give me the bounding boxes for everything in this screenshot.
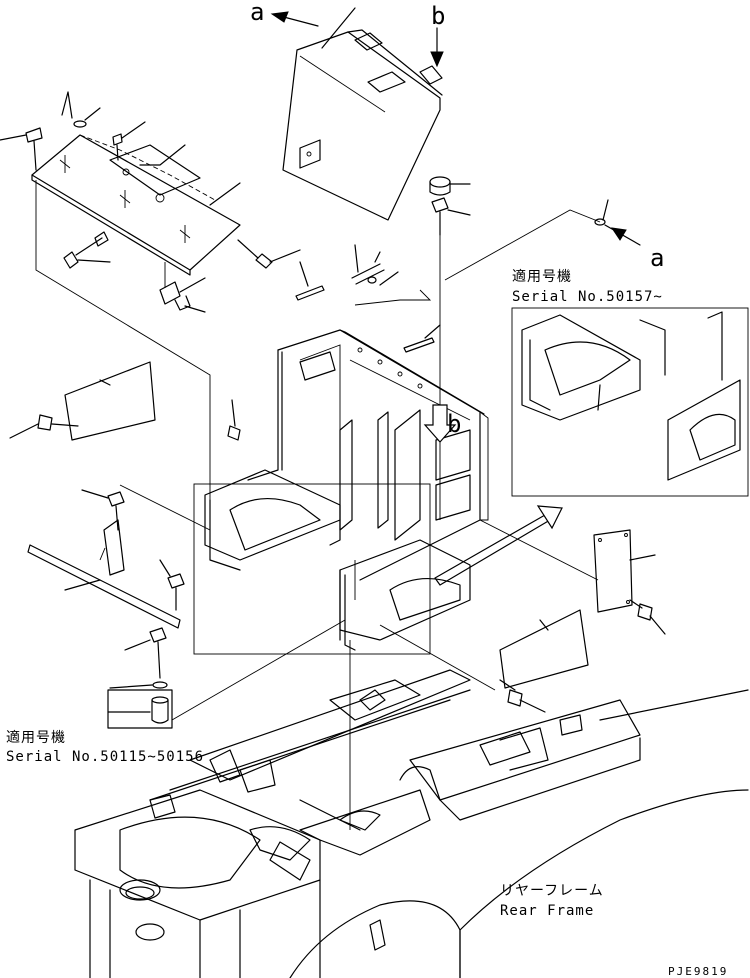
serial-old-label: Serial No.50115~50156 [6, 749, 205, 765]
rear-frame-label-jp: リヤーフレーム [500, 883, 604, 899]
serial-new-label: Serial No.50157~ [512, 289, 663, 305]
leader-line [139, 144, 186, 166]
front-panel [339, 539, 471, 651]
bolt-left [9, 414, 79, 439]
spacer-bolt [107, 627, 173, 729]
bolt-small-top [112, 121, 146, 161]
arrow-a-top [270, 11, 319, 27]
small-bolt-pair [351, 244, 399, 286]
right-cover [499, 609, 589, 689]
inner-plates [339, 409, 421, 541]
bracket-rod [27, 519, 181, 629]
pin-right [403, 324, 441, 353]
cap [429, 176, 471, 196]
top-cover-panel [282, 29, 443, 221]
bolt-upper-left [0, 127, 43, 171]
nut-left [227, 399, 241, 441]
callout-b-center: b [447, 410, 462, 438]
bolt-rod [81, 489, 125, 531]
callout-a-right: a [650, 244, 665, 272]
washer-right [594, 199, 641, 246]
serial-new-label-jp: 適用号機 [512, 269, 572, 285]
right-panel [593, 529, 656, 613]
drawing-code: PJE9819 [668, 965, 729, 978]
bolt-rod-right [159, 559, 185, 611]
upper-plate [31, 134, 241, 276]
rear-frame-label: Rear Frame [500, 903, 595, 919]
detail-box [193, 483, 431, 655]
assembly-arrow [434, 505, 563, 586]
rear-frame [74, 669, 749, 978]
callout-b-top: b [431, 2, 446, 30]
left-cover [64, 361, 156, 441]
bolt-upper-right [237, 239, 301, 269]
callout-a-top: a [250, 0, 265, 26]
main-housing [247, 329, 489, 581]
bolt-bottom-right [499, 679, 546, 713]
left-frame-bracket [204, 469, 341, 571]
bolt-right [629, 599, 666, 635]
washer-top [61, 91, 101, 128]
arrow-b-center [423, 404, 457, 443]
arrow-b-top [430, 27, 444, 68]
bolt-mid-left [63, 231, 111, 269]
serial-old-label-jp: 適用号機 [6, 730, 66, 746]
clip-bracket [159, 262, 206, 313]
leader-line [209, 182, 241, 206]
leader-line [321, 7, 356, 49]
pin-left [295, 261, 325, 301]
serial-detail-box [511, 307, 749, 497]
